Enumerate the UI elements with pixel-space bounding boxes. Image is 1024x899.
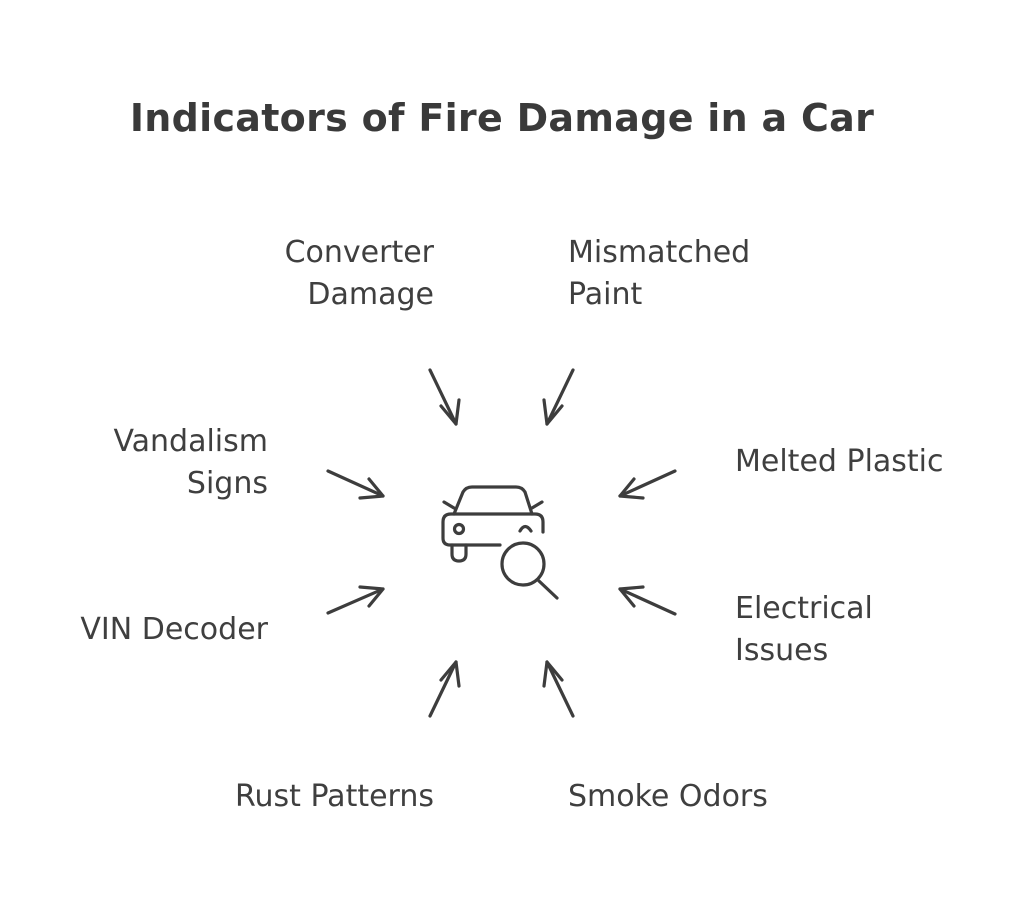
arrow-melted: [618, 469, 677, 500]
arrow-rust: [428, 660, 461, 718]
car-search-icon: [441, 485, 559, 600]
arrow-mismatched: [542, 368, 575, 426]
arrow-smoke: [542, 660, 575, 718]
arrow-vin: [326, 585, 385, 615]
label-mismatched-paint: Mismatched Paint: [568, 235, 751, 312]
arrow-vandalism: [326, 469, 385, 500]
label-converter-damage: Converter Damage: [284, 235, 434, 312]
diagram-title: Indicators of Fire Damage in a Car: [129, 96, 875, 140]
label-vin-decoder: VIN Decoder: [80, 612, 268, 647]
arrow-converter: [428, 368, 461, 426]
arrow-electrical: [618, 585, 677, 616]
label-electrical-issues: Electrical Issues: [735, 591, 873, 668]
label-smoke-odors: Smoke Odors: [568, 779, 768, 814]
label-melted-plastic: Melted Plastic: [735, 444, 944, 479]
label-rust-patterns: Rust Patterns: [235, 779, 434, 814]
label-vandalism-signs: Vandalism Signs: [113, 424, 268, 501]
